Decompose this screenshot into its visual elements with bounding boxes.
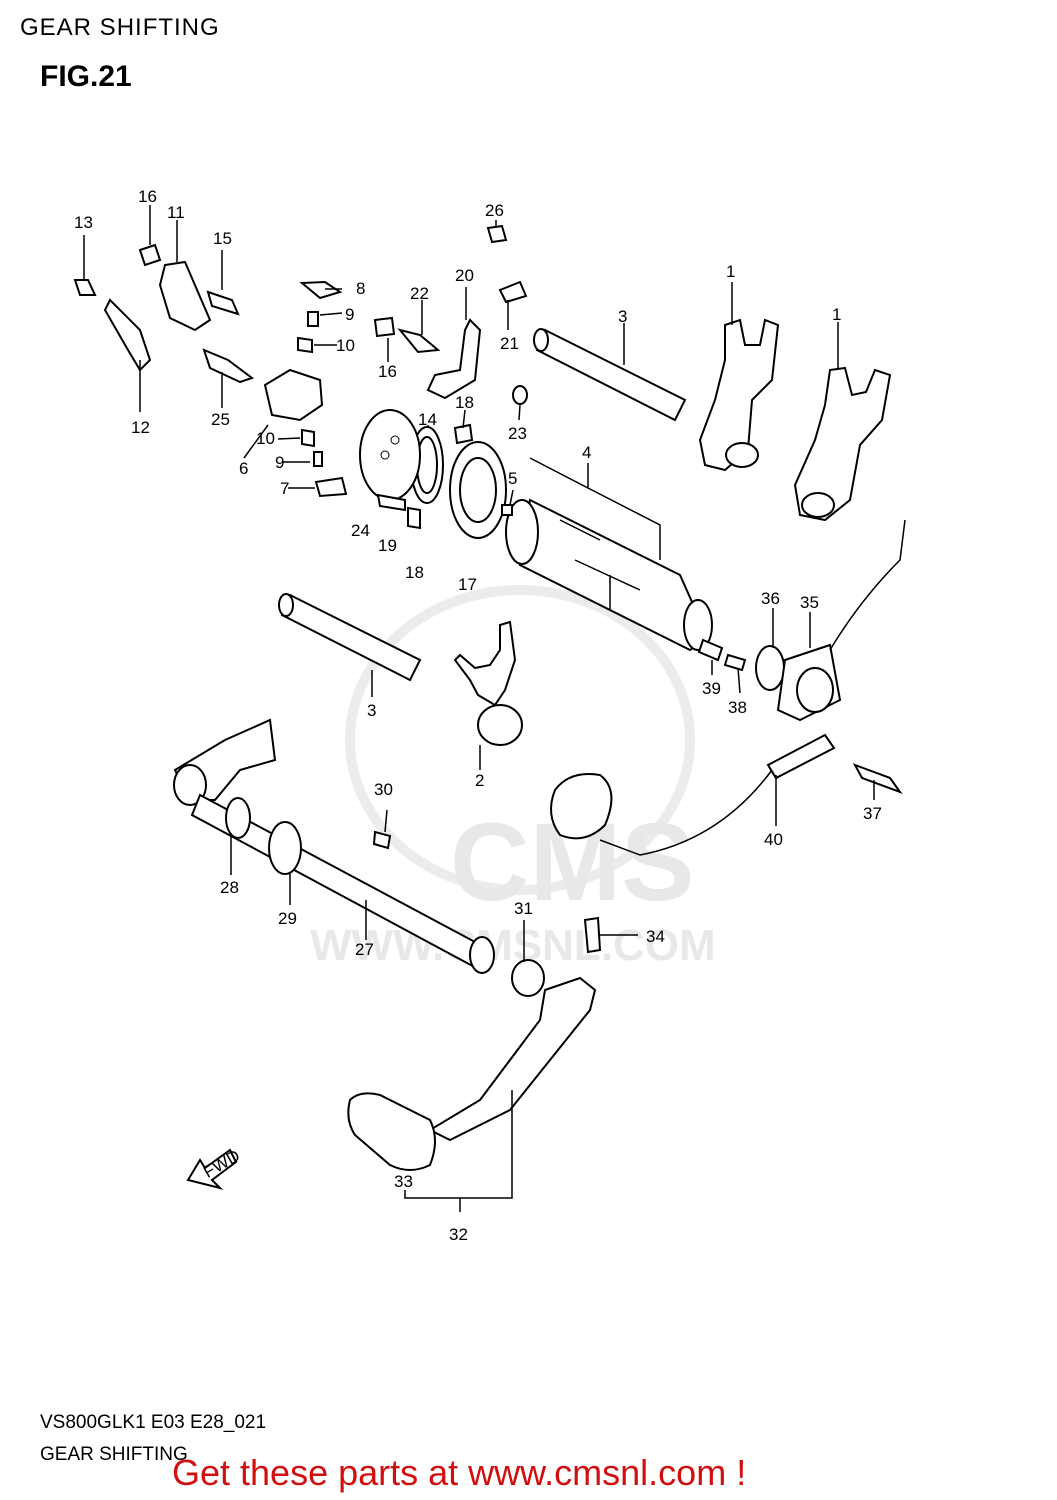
callout: 27 [355, 940, 374, 959]
callout: 36 [761, 589, 780, 608]
cam-driven-gear[interactable] [263, 368, 324, 422]
bearing[interactable] [449, 441, 507, 539]
fork-shaft-lower[interactable] [278, 593, 422, 682]
callout: 28 [220, 878, 239, 897]
callout: 17 [458, 575, 477, 594]
callout: 34 [646, 927, 665, 946]
callout: 9 [345, 305, 354, 324]
spring-plunger[interactable] [697, 638, 903, 795]
callout: 10 [336, 336, 355, 355]
callout: 10 [256, 429, 275, 448]
callout: 4 [582, 443, 591, 462]
figure-label: FIG.21 [40, 60, 132, 93]
callout: 6 [239, 459, 248, 478]
callout: 7 [280, 479, 289, 498]
shift-fork-right[interactable] [793, 366, 892, 522]
callout: 23 [508, 424, 527, 443]
gearshift-lever[interactable] [347, 916, 602, 1171]
callout: 3 [618, 307, 627, 326]
callout: 26 [485, 201, 504, 220]
shift-fork-upper[interactable] [698, 318, 780, 472]
callout: 21 [500, 334, 519, 353]
callout: 19 [378, 536, 397, 555]
callout: 24 [351, 521, 370, 540]
callout: 38 [728, 698, 747, 717]
callout: 12 [131, 418, 150, 437]
footer-title: GEAR SHIFTING [40, 1444, 188, 1465]
callout: 1 [726, 262, 735, 281]
callout: 37 [863, 804, 882, 823]
fork-shaft-upper[interactable] [533, 328, 687, 422]
callout: 1 [832, 305, 841, 324]
callout: 29 [278, 909, 297, 928]
callout: 15 [213, 229, 232, 248]
gearshift-cam-plate[interactable] [359, 409, 421, 501]
neutral-switch[interactable] [550, 519, 906, 856]
callout: 31 [514, 899, 533, 918]
callout: 5 [508, 469, 517, 488]
callout: 8 [356, 279, 365, 298]
callout: 39 [702, 679, 721, 698]
gearshift-cam-drum[interactable] [505, 498, 713, 652]
callout: 35 [800, 593, 819, 612]
small-parts [73, 224, 528, 530]
callout: 25 [211, 410, 230, 429]
callout: 2 [475, 771, 484, 790]
callout: 3 [367, 701, 376, 720]
callout: 9 [275, 453, 284, 472]
callout: 30 [374, 780, 393, 799]
callout: 14 [418, 410, 437, 429]
watermark-site: WWW.CMSNL.COM [310, 921, 716, 970]
forward-arrow-icon: FWD [186, 1146, 243, 1190]
callout-numbers: 1 1 2 3 3 4 5 6 7 8 9 9 10 10 11 12 13 1… [74, 187, 882, 1244]
direction-label: FWD [200, 1146, 243, 1182]
callout: 33 [394, 1172, 413, 1191]
leader-lines [83, 205, 875, 1212]
callout: 22 [410, 284, 429, 303]
callout: 11 [167, 203, 185, 222]
callout: 16 [138, 187, 157, 206]
promo-link[interactable]: Get these parts at www.cmsnl.com ! [172, 1452, 747, 1493]
diagram-code: VS800GLK1 E03 E28_021 [40, 1412, 267, 1433]
page-header-title: GEAR SHIFTING [20, 14, 220, 41]
gearshift-shaft[interactable] [173, 718, 495, 974]
callout: 32 [449, 1225, 468, 1244]
callout: 18 [405, 563, 424, 582]
callout: 20 [455, 266, 474, 285]
callout: 18 [455, 393, 474, 412]
washer-14[interactable] [410, 426, 444, 504]
callout: 40 [764, 830, 783, 849]
shift-fork-lower[interactable] [453, 620, 523, 746]
callout: 16 [378, 362, 397, 381]
callout: 13 [74, 213, 93, 232]
